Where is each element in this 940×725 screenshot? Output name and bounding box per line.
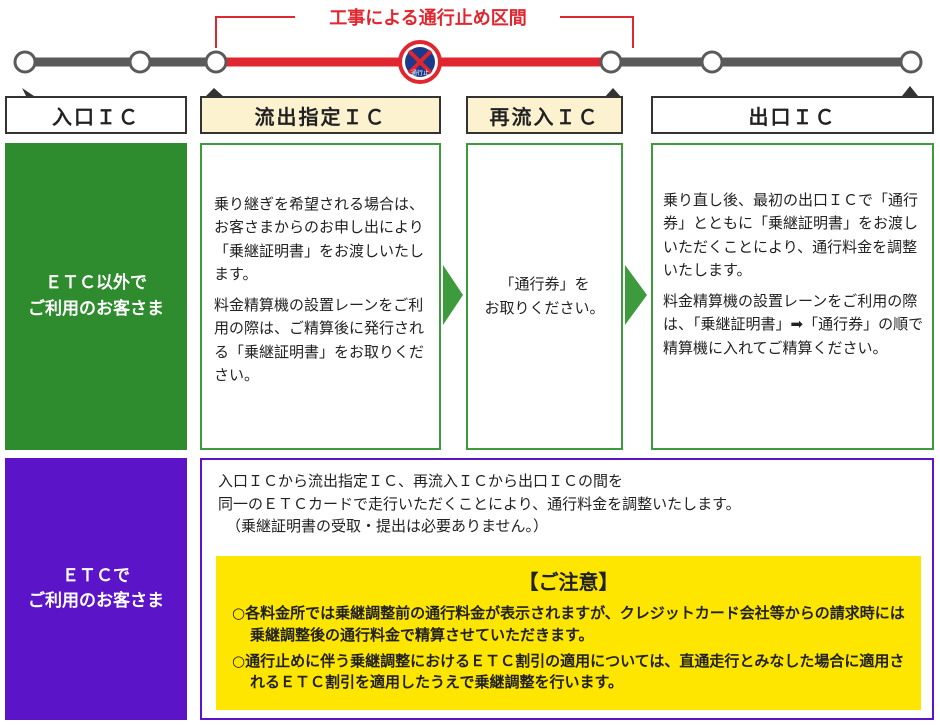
etc-instructions: 入口ＩＣから流出指定ＩＣ、再流入ＩＣから出口ＩＣの間を 同一のＥＴＣカードで走行… — [200, 458, 934, 720]
non-etc-customer-label: ＥＴＣ以外で ご利用のお客さま — [5, 143, 187, 450]
interchange-node — [204, 50, 228, 74]
closed-section-bracket-right — [560, 16, 634, 48]
notice-item: ○通行止めに伴う乗継調整におけるＥＴＣ割引の適用については、直通走行とみなした場… — [232, 651, 905, 692]
interchange-node — [128, 50, 152, 74]
designated-exit-instructions: 乗り継ぎを希望される場合は、お客さまからのお申し出により「乗継証明書」をお渡しい… — [200, 143, 441, 450]
etc-customer-label: ＥＴＣで ご利用のお客さま — [5, 458, 187, 720]
exit-pointer — [902, 86, 918, 96]
exit-paragraph-1: 乗り直し後、最初の出口ＩＣで「通行券」とともに「乗継証明書」をお渡しいただくこと… — [663, 191, 919, 279]
entry-pointer — [22, 88, 34, 96]
notice-title: 【ご注意】 — [518, 570, 619, 594]
etc-description: 入口ＩＣから流出指定ＩＣ、再流入ＩＣから出口ＩＣの間を 同一のＥＴＣカードで走行… — [218, 470, 918, 538]
interchange-node — [700, 50, 724, 74]
re-entry-pointer — [604, 88, 622, 98]
closed-section-bracket-left — [215, 16, 295, 48]
notice-box: 【ご注意】 ○各料金所では乗継調整前の通行料金が表示されますが、クレジットカード… — [216, 556, 921, 710]
route-diagram: 工事による通行止め区間 通行止 — [13, 7, 923, 98]
interchange-node — [13, 50, 37, 74]
entry-ic-label: 入口ＩＣ — [5, 96, 187, 134]
exit-instructions: 乗り直し後、最初の出口ＩＣで「通行券」とともに「乗継証明書」をお渡しいただくこと… — [651, 143, 934, 450]
re-entry-instructions: 「通行券」を お取りください。 — [466, 143, 623, 450]
designated-exit-paragraph-1: 乗り継ぎを希望される場合は、お客さまからのお申し出により「乗継証明書」をお渡しい… — [214, 195, 425, 283]
designated-exit-ic-label: 流出指定ＩＣ — [200, 96, 441, 134]
designated-exit-pointer — [205, 88, 224, 97]
etc-line-2: 同一のＥＴＣカードで走行いただくことにより、通行料金を調整いたします。 — [218, 494, 741, 513]
interchange-node — [599, 50, 623, 74]
designated-exit-paragraph-2: 料金精算機の設置レーンをご利用の際は、ご精算後に発行される「乗継証明書」をお取り… — [214, 296, 425, 384]
road-closed-sign-icon: 通行止 — [398, 40, 442, 84]
svg-text:通行止: 通行止 — [411, 69, 429, 77]
exit-ic-label: 出口ＩＣ — [651, 96, 934, 134]
exit-paragraph-2: 料金精算機の設置レーンをご利用の際は、「乗継証明書」➡「通行券」の順で精算機に入… — [663, 292, 924, 357]
re-entry-ic-label: 再流入ＩＣ — [466, 96, 623, 134]
etc-line-3: （乗継証明書の受取・提出は必要ありません。） — [226, 517, 549, 535]
interchange-node — [899, 50, 923, 74]
etc-line-1: 入口ＩＣから流出指定ＩＣ、再流入ＩＣから出口ＩＣの間を — [218, 472, 624, 490]
arrow-right-icon — [625, 265, 647, 325]
closed-section-label: 工事による通行止め区間 — [329, 7, 526, 29]
notice-item: ○各料金所では乗継調整前の通行料金が表示されますが、クレジットカード会社等からの… — [232, 604, 905, 644]
arrow-right-icon — [443, 265, 463, 325]
